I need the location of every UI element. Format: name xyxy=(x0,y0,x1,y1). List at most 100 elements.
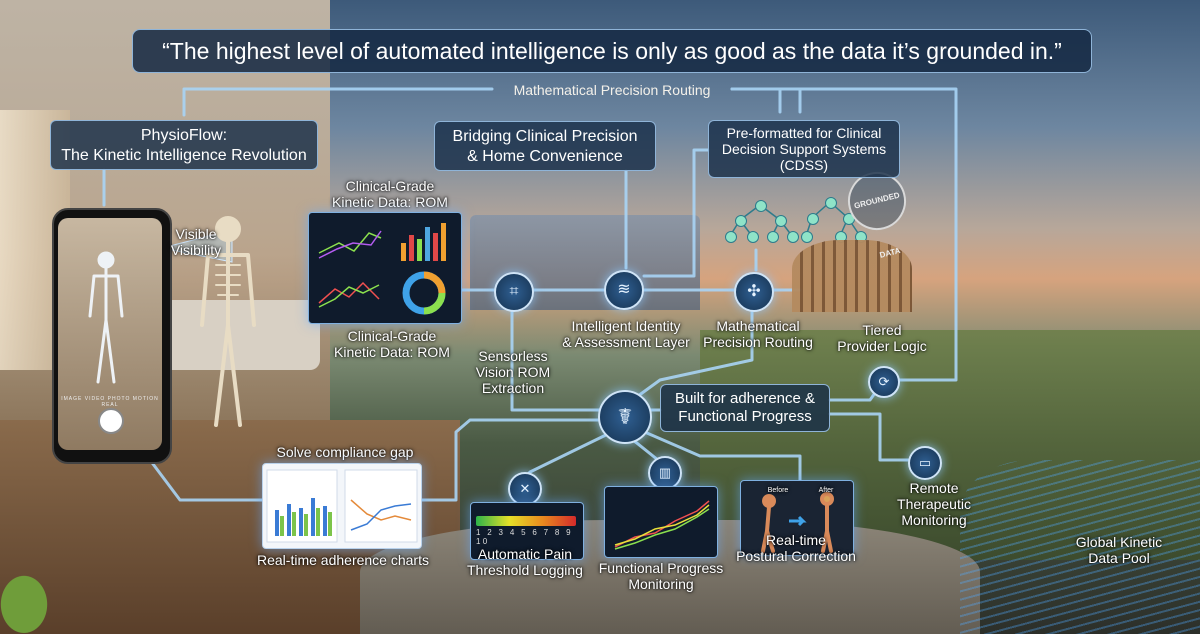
visible-visibility-label: Visible Visibility xyxy=(166,226,226,258)
layers-icon[interactable]: ≋ xyxy=(604,270,644,310)
rom-charts xyxy=(318,223,446,315)
identity-line-2: & Assessment Layer xyxy=(562,334,690,350)
tiered-line-1: Tiered xyxy=(862,322,902,338)
functional-progress-chart xyxy=(614,500,710,550)
brain-to-remote xyxy=(828,412,912,462)
pain-color-scale xyxy=(476,516,576,526)
chart-icon[interactable]: ▥ xyxy=(648,456,682,490)
postural-line-2: Postural Correction xyxy=(736,548,856,564)
rom-top-line-1: Clinical-Grade xyxy=(345,178,435,194)
camera-modes: IMAGE VIDEO PHOTO MOTION REAL xyxy=(61,396,159,408)
functional-line-2: Monitoring xyxy=(628,576,694,592)
adherence-box: Built for adherence & Functional Progres… xyxy=(660,384,830,432)
routing-top-label: Mathematical Precision Routing xyxy=(513,82,711,98)
sensorless-line-1: Sensorless xyxy=(478,348,548,364)
brain-to-compliance xyxy=(418,418,602,502)
brain-to-pain xyxy=(520,430,614,482)
rom-label-top: Clinical-Grade Kinetic Data: ROM xyxy=(320,178,460,210)
monitor-icon[interactable]: ▭ xyxy=(908,446,942,480)
remote-line-2: Therapeutic xyxy=(897,496,971,512)
tiered-label: Tiered Provider Logic xyxy=(830,322,934,354)
remote-monitoring-label: Remote Therapeutic Monitoring xyxy=(882,480,986,528)
pain-line-1: Automatic Pain xyxy=(477,546,573,562)
title-line-2: The Kinetic Intelligence Revolution xyxy=(61,147,307,164)
identity-label: Intelligent Identity & Assessment Layer xyxy=(556,318,696,350)
global-line-2: Data Pool xyxy=(1088,550,1150,566)
data-waves xyxy=(960,460,1200,634)
physioflow-title-box: PhysioFlow: The Kinetic Intelligence Rev… xyxy=(50,120,318,170)
pain-scale-numbers: 1 2 3 4 5 6 7 8 9 10 xyxy=(476,528,573,546)
before-label: Before xyxy=(767,487,789,494)
math-routing-label: Mathematical Precision Routing xyxy=(700,318,816,350)
functional-progress-panel xyxy=(604,486,718,558)
bridge-line-1: Bridging Clinical Precision xyxy=(452,128,638,145)
cdss-box: Pre-formatted for Clinical Decision Supp… xyxy=(708,120,900,178)
shutter-button[interactable] xyxy=(98,408,124,434)
compliance-label: Solve compliance gap xyxy=(276,444,414,460)
postural-correction-panel: Before After xyxy=(740,480,854,556)
sensorless-label: Sensorless Vision ROM Extraction xyxy=(468,348,558,396)
adherence-charts-label: Real-time adherence charts xyxy=(257,552,429,568)
pain-scale-panel xyxy=(470,502,584,560)
phone-to-adherence xyxy=(148,458,264,502)
tree-node xyxy=(787,231,799,243)
tree-node xyxy=(807,213,819,225)
tree-node xyxy=(735,215,747,227)
rom-top-line-2: Kinetic Data: ROM xyxy=(332,194,448,210)
global-line-1: Global Kinetic xyxy=(1075,534,1163,550)
tree-node xyxy=(825,197,837,209)
adherence-line-2: Functional Progress xyxy=(678,408,812,425)
identity-line-1: Intelligent Identity xyxy=(571,318,681,334)
tree-node xyxy=(843,213,855,225)
bridge-line-2: & Home Convenience xyxy=(467,148,623,165)
tools-icon[interactable]: ✕ xyxy=(508,472,542,506)
rom-data-panel xyxy=(308,212,462,324)
pain-logging-label: Automatic Pain Threshold Logging xyxy=(462,546,588,578)
tree-node xyxy=(775,215,787,227)
posture-figures xyxy=(761,492,834,553)
visible-line-2: Visibility xyxy=(170,242,222,258)
adherence-chart-panel xyxy=(262,463,422,549)
plant-decoration xyxy=(0,560,60,634)
scan-icon[interactable]: ⌗ xyxy=(494,272,534,312)
tiered-line-2: Provider Logic xyxy=(837,338,927,354)
sync-icon[interactable]: ⟳ xyxy=(868,366,900,398)
math-line-2: Precision Routing xyxy=(703,334,813,350)
cdss-line-1: Pre-formatted for Clinical xyxy=(726,125,882,141)
sofa xyxy=(150,300,320,370)
adherence-charts xyxy=(266,469,418,543)
remote-line-1: Remote xyxy=(909,480,959,496)
tree-node xyxy=(801,231,813,243)
functional-progress-label: Functional Progress Monitoring xyxy=(594,560,728,592)
cdss-line-3: (CDSS) xyxy=(779,157,829,173)
bridging-box: Bridging Clinical Precision & Home Conve… xyxy=(434,121,656,171)
after-label: After xyxy=(818,487,834,494)
remote-line-3: Monitoring xyxy=(901,512,967,528)
tree-node xyxy=(725,231,737,243)
tree-node xyxy=(755,200,767,212)
sensorless-line-2: Vision ROM xyxy=(475,364,551,380)
global-data-pool-label: Global Kinetic Data Pool xyxy=(1062,534,1176,566)
brain-icon[interactable]: ☤ xyxy=(598,390,652,444)
identity-to-cdss xyxy=(642,148,710,278)
visible-line-1: Visible xyxy=(175,226,217,242)
tree-node xyxy=(747,231,759,243)
coliseum-image xyxy=(792,240,912,312)
route-top-right xyxy=(730,87,782,114)
title-line-1: PhysioFlow: xyxy=(140,127,228,144)
math-line-1: Mathematical xyxy=(716,318,800,334)
scan-down xyxy=(510,306,604,412)
skeleton-figure xyxy=(200,216,256,427)
postural-label: Real-time Postural Correction xyxy=(726,532,866,564)
postural-line-1: Real-time xyxy=(766,532,826,548)
functional-line-1: Functional Progress xyxy=(598,560,724,576)
rom-bottom-line-2: Kinetic Data: ROM xyxy=(334,344,450,360)
network-icon[interactable]: ✣ xyxy=(734,272,774,312)
pain-line-2: Threshold Logging xyxy=(467,562,583,578)
adherence-line-1: Built for adherence & xyxy=(674,390,816,407)
rom-bottom-line-1: Clinical-Grade xyxy=(347,328,437,344)
tree-node xyxy=(767,231,779,243)
route-top-right-2 xyxy=(730,87,802,114)
headline-quote: “The highest level of automated intellig… xyxy=(132,29,1092,73)
